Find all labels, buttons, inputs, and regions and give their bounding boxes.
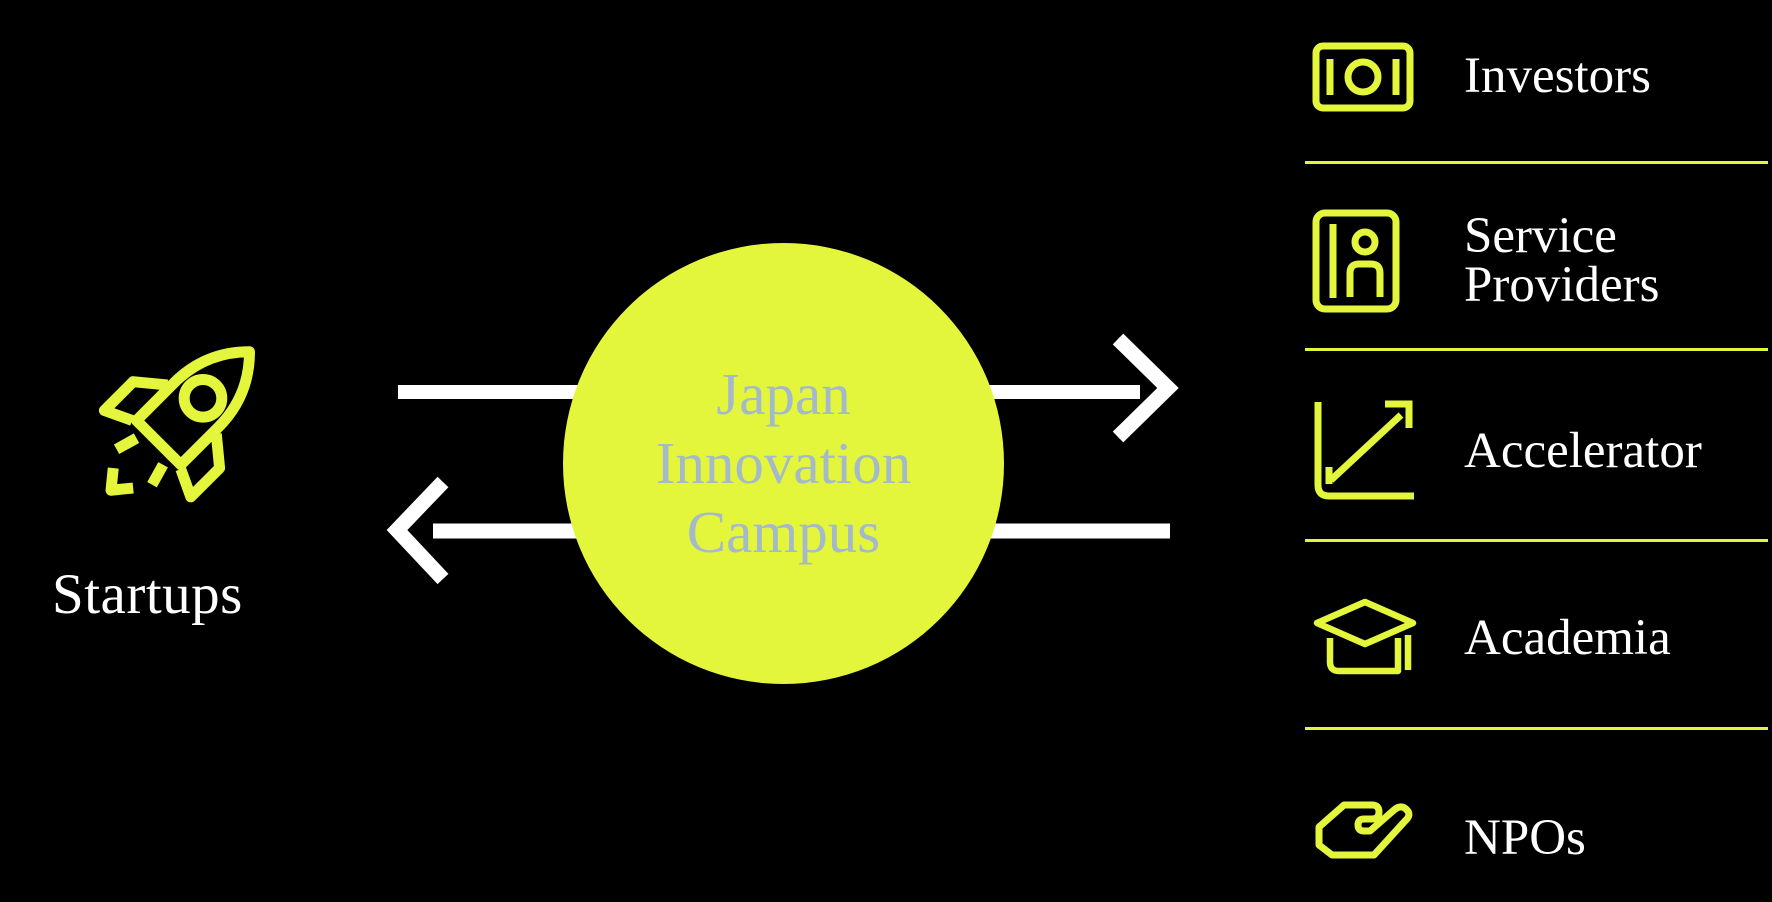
banknote-icon: [1312, 42, 1422, 112]
list-item-service-providers: Service Providers: [1305, 163, 1772, 350]
hub-title-line: Innovation: [655, 430, 912, 496]
id-badge-icon: [1312, 209, 1422, 313]
hub-title-line: Campus: [686, 499, 881, 565]
giving-hand-icon: [1312, 799, 1422, 877]
growth-arrow-icon: [1312, 400, 1422, 502]
rocket-icon: [98, 346, 255, 503]
list-item-label: Academia: [1464, 609, 1671, 666]
list-item-label: Service Providers: [1464, 208, 1660, 313]
startups-label: Startups: [52, 563, 243, 626]
stakeholder-panel: Investors Service Providers: [1305, 0, 1772, 902]
graduation-cap-icon: [1312, 598, 1422, 678]
arrow-left-icon: [386, 476, 449, 585]
list-item-label: Accelerator: [1464, 422, 1702, 479]
list-item-label: Investors: [1464, 48, 1651, 104]
list-item-npos: NPOs: [1305, 728, 1772, 902]
hub-title-line: Japan: [716, 361, 851, 427]
divider: [1305, 348, 1768, 351]
list-item-investors: Investors: [1305, 0, 1772, 163]
startups-node: Startups: [52, 295, 292, 623]
hub-title: Japan Innovation Campus: [656, 360, 912, 567]
list-item-label: NPOs: [1464, 809, 1586, 866]
list-item-accelerator: Accelerator: [1305, 350, 1772, 540]
arrow-right-icon: [1112, 333, 1179, 443]
divider: [1305, 539, 1768, 542]
divider: [1305, 727, 1768, 730]
list-item-academia: Academia: [1305, 540, 1772, 728]
divider: [1305, 161, 1768, 164]
hub-circle: Japan Innovation Campus: [563, 243, 1004, 684]
